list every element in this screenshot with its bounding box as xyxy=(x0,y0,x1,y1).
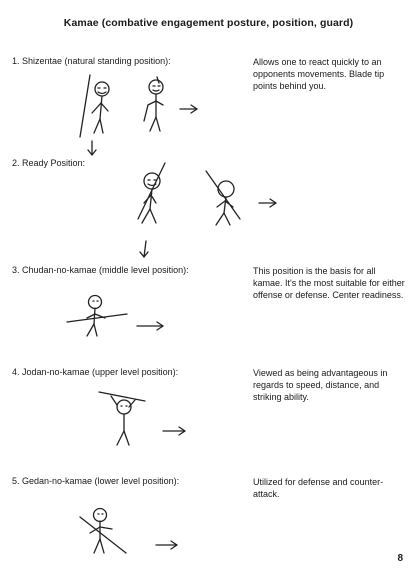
section-5-heading: 5. Gedan-no-kamae (lower level position)… xyxy=(12,476,180,486)
section-3-heading: 3. Chudan-no-kamae (middle level positio… xyxy=(12,265,189,275)
jodan-no-kamae-sketch xyxy=(98,391,186,446)
section-2-heading: 2. Ready Position: xyxy=(12,158,86,168)
chudan-no-kamae-sketch xyxy=(66,294,164,337)
page-title: Kamae (combative engagement posture, pos… xyxy=(63,17,354,29)
section-4-heading: 4. Jodan-no-kamae (upper level position)… xyxy=(12,367,179,377)
section-4-description: Viewed as being advantageous in regards … xyxy=(253,368,388,402)
section-1-heading: 1. Shizentae (natural standing position)… xyxy=(12,56,171,66)
page-number: 8 xyxy=(397,553,403,564)
ready-position-sketch xyxy=(137,162,277,258)
section-1-description: Allows one to react quickly to an oppone… xyxy=(253,57,385,91)
section-5-description: Utilized for defense and counter-attack. xyxy=(253,477,384,499)
section-3-description: This position is the basis for all kamae… xyxy=(253,266,405,300)
gedan-no-kamae-sketch xyxy=(79,507,178,554)
shizentae-sketch xyxy=(79,74,198,156)
